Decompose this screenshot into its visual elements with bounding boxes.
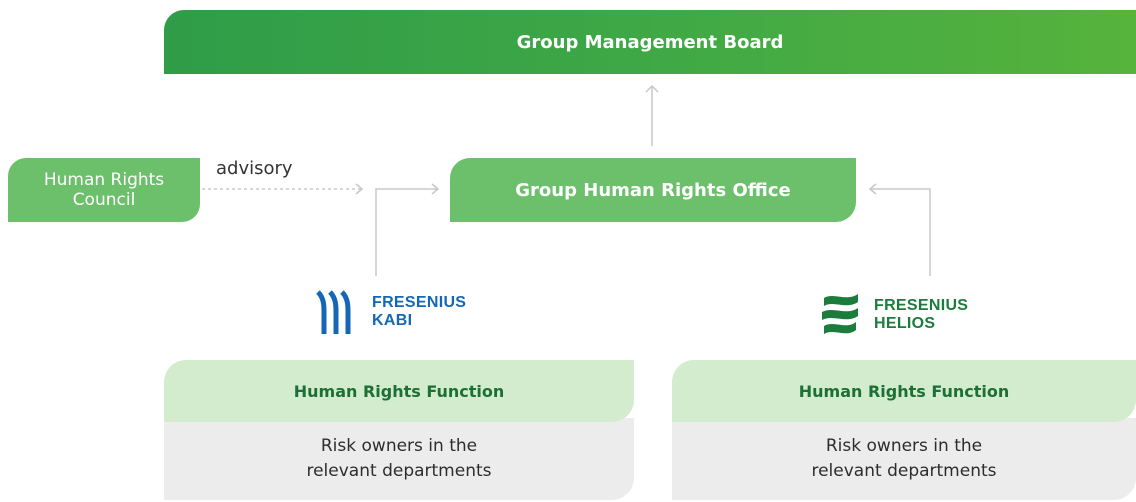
fresenius-helios-wordmark-line2: HELIOS <box>874 315 936 332</box>
advisory-label: advisory <box>216 158 293 179</box>
fresenius-helios-wordmark: FRESENIUS HELIOS <box>874 297 968 333</box>
kabi-to-office-arrowhead <box>431 183 440 195</box>
kabi-risk-owners-line1: Risk owners in the <box>320 435 478 456</box>
helios-risk-owners: Risk owners in the relevant departments <box>672 418 1136 500</box>
fresenius-kabi-brand: FRESENIUS KABI <box>316 290 466 334</box>
human-rights-council: Human Rights Council <box>8 158 200 222</box>
helios-risk-owners-line2: relevant departments <box>811 461 997 481</box>
fresenius-kabi-wordmark: FRESENIUS KABI <box>372 294 466 330</box>
helios-human-rights-function: Human Rights Function <box>672 360 1136 422</box>
group-human-rights-office: Group Human Rights Office <box>450 158 856 222</box>
helios-risk-owners-line1: Risk owners in the <box>825 435 983 456</box>
kabi-human-rights-function-label: Human Rights Function <box>293 381 505 401</box>
fresenius-kabi-wordmark-line2: KABI <box>372 312 413 329</box>
group-management-board: Group Management Board <box>164 10 1136 74</box>
fresenius-helios-brand: FRESENIUS HELIOS <box>820 290 968 340</box>
fresenius-helios-logo-icon <box>822 294 858 334</box>
advisory-arrowhead <box>355 183 364 195</box>
kabi-risk-owners-line2: relevant departments <box>306 461 492 481</box>
helios-human-rights-function-label: Human Rights Function <box>798 381 1010 401</box>
fresenius-kabi-wordmark-line1: FRESENIUS <box>372 294 467 311</box>
fresenius-kabi-logo-icon <box>316 290 351 334</box>
kabi-to-office-connector <box>375 188 438 276</box>
group-management-board-label: Group Management Board <box>516 31 784 53</box>
kabi-human-rights-function: Human Rights Function <box>164 360 634 422</box>
kabi-risk-owners: Risk owners in the relevant departments <box>164 418 634 500</box>
helios-to-office-arrowhead <box>868 183 877 195</box>
fresenius-helios-wordmark-line1: FRESENIUS <box>874 297 969 314</box>
helios-to-office-connector <box>870 188 931 276</box>
group-human-rights-office-label: Group Human Rights Office <box>515 179 791 201</box>
office-to-board-arrowhead <box>645 84 659 93</box>
human-rights-council-label: Human Rights Council <box>43 169 165 210</box>
